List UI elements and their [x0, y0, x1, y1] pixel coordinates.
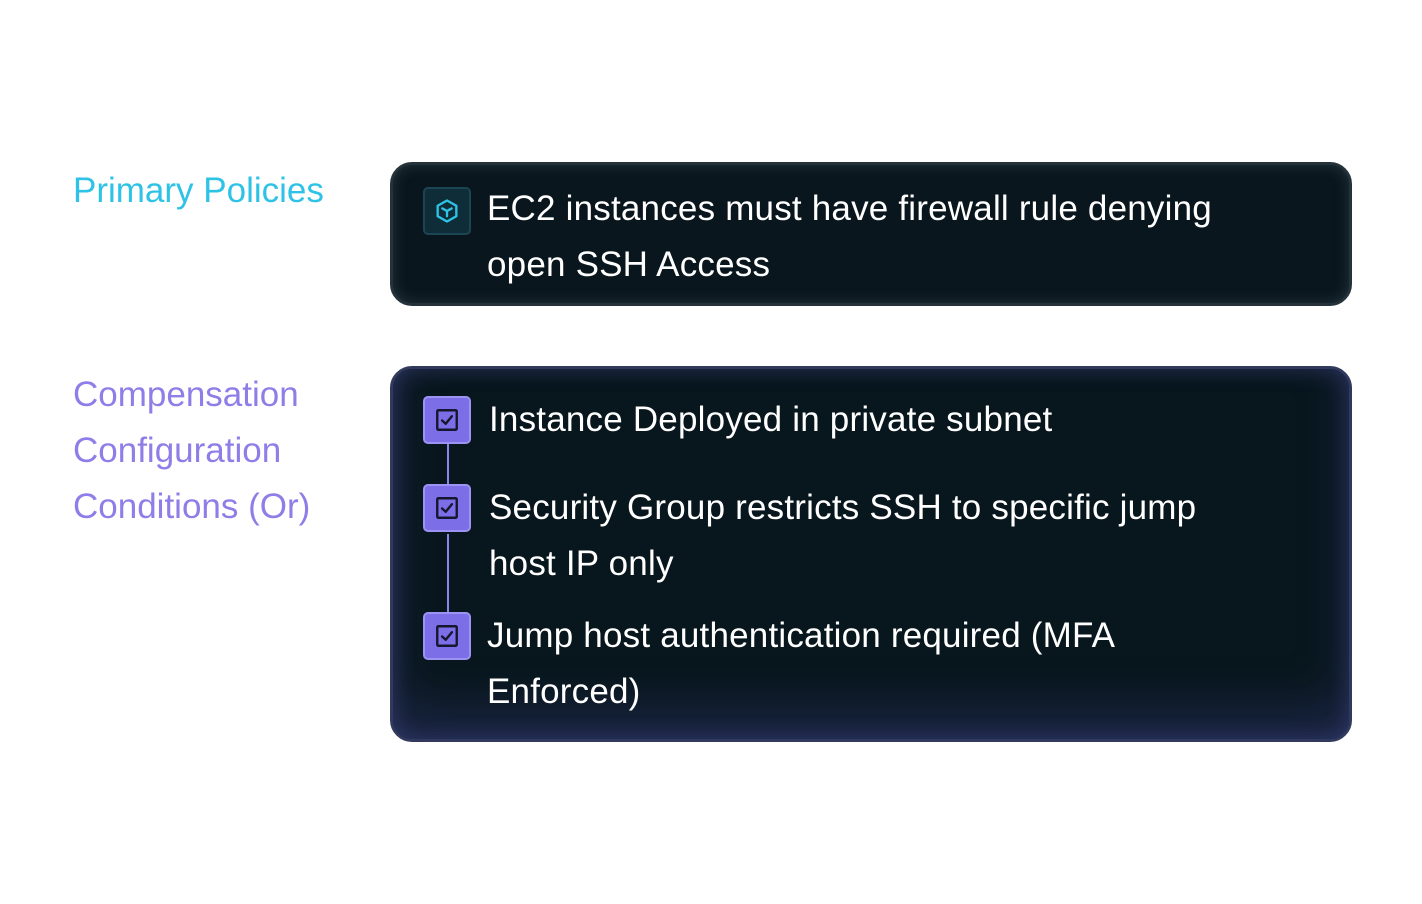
condition-item: Instance Deployed in private subnet [489, 392, 1052, 448]
checkbox-checked-icon[interactable] [423, 396, 471, 444]
condition-item-line-1: Security Group restricts SSH to specific… [489, 488, 1197, 527]
primary-policies-label-text: Primary Policies [73, 171, 324, 210]
compensation-conditions-label: Compensation Configuration Conditions (O… [73, 367, 373, 535]
primary-policies-label: Primary Policies [73, 163, 324, 219]
primary-policy-card[interactable]: EC2 instances must have firewall rule de… [390, 162, 1352, 306]
connector-line [447, 534, 449, 612]
condition-item-line-1: Instance Deployed in private subnet [489, 400, 1053, 439]
compensation-label-line-1: Compensation [73, 375, 299, 414]
checkbox-checked-icon[interactable] [423, 612, 471, 660]
condition-item-line-1: Jump host authentication required (MFA [487, 616, 1116, 655]
condition-item: Jump host authentication required (MFA E… [487, 608, 1115, 720]
compensation-conditions-card: Instance Deployed in private subnet Secu… [390, 366, 1352, 742]
compensation-label-line-3: Conditions (Or) [73, 487, 311, 526]
checkbox-checked-icon[interactable] [423, 484, 471, 532]
condition-item-line-2: Enforced) [487, 672, 641, 711]
primary-policy-text: EC2 instances must have firewall rule de… [487, 181, 1212, 293]
primary-policy-line-2: open SSH Access [487, 245, 771, 284]
cube-icon [423, 187, 471, 235]
connector-line [447, 444, 449, 486]
condition-item: Security Group restricts SSH to specific… [489, 480, 1196, 592]
primary-policy-line-1: EC2 instances must have firewall rule de… [487, 189, 1212, 228]
compensation-label-line-2: Configuration [73, 431, 282, 470]
condition-item-line-2: host IP only [489, 544, 674, 583]
